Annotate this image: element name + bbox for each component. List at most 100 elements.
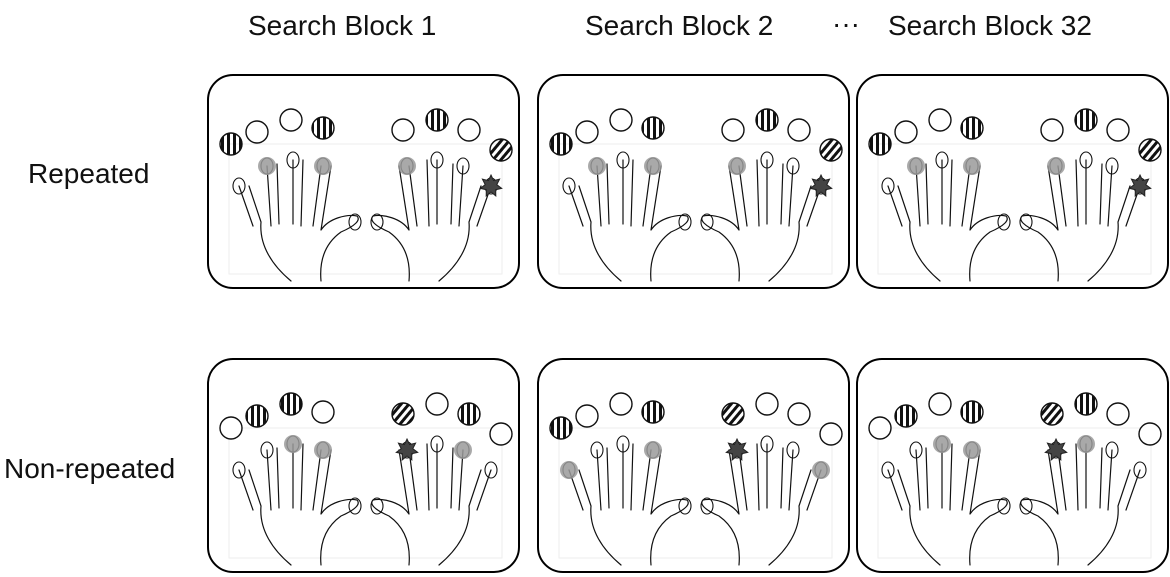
right-hand-outline [371,443,492,566]
column-title-1: Search Block 1 [248,10,437,41]
open-circle-icon [279,108,303,132]
finger-highlight [812,461,830,479]
striped-circle-icon [819,138,843,162]
striped-circle-icon [894,404,918,428]
open-circle-icon [721,118,745,142]
open-circle-icon [1138,422,1162,446]
striped-circle-icon [1040,402,1064,426]
striped-circle-icon [245,404,269,428]
right-hand-outline [1020,159,1141,282]
right-hand-outline [371,159,492,282]
fingertip [348,213,362,231]
striped-circle-icon [1074,108,1098,132]
finger-highlight [907,157,925,175]
target-star-icon [1128,173,1152,197]
target-star-icon [809,173,833,197]
right-hand-outline [1020,443,1141,566]
fingertip [370,497,384,515]
finger-highlight [454,441,472,459]
left-hand-outline [887,159,1008,282]
striped-circle-icon [960,400,984,424]
fingertip [484,461,498,479]
left-hand-outline [238,443,359,566]
fingertip [997,497,1011,515]
fingertip [1079,151,1093,169]
finger-highlight [398,157,416,175]
left-hand-outline [887,443,1008,566]
fingertip [760,151,774,169]
fingertip [232,177,246,195]
finger-highlight [963,441,981,459]
fingertip [260,441,274,459]
fingertip [881,461,895,479]
target-star-icon [1044,437,1068,461]
finger-highlight [933,435,951,453]
right-hand-outline [701,443,822,566]
fingertip [1133,461,1147,479]
fingertip [590,441,604,459]
finger-highlight [284,435,302,453]
finger-highlight [644,441,662,459]
open-circle-icon [219,416,243,440]
fingertip [935,151,949,169]
striped-circle-icon [549,132,573,156]
left-hand-outline [568,159,689,282]
row-label-repeated: Repeated [28,158,150,189]
finger-highlight [314,157,332,175]
striped-circle-icon [311,116,335,140]
fingertip [430,435,444,453]
fingertip [997,213,1011,231]
fingertip [562,177,576,195]
fingertip [232,461,246,479]
stimulus-panel [537,74,850,289]
stimulus-panel [207,74,520,289]
fingertip [456,157,470,175]
ellipsis: ··· [832,8,860,39]
striped-circle-icon [425,108,449,132]
open-circle-icon [425,392,449,416]
open-circle-icon [609,392,633,416]
left-hand-outline [238,159,359,282]
open-circle-icon [1040,118,1064,142]
open-circle-icon [787,118,811,142]
finger-highlight [560,461,578,479]
open-circle-icon [868,416,892,440]
open-circle-icon [928,108,952,132]
finger-highlight [644,157,662,175]
column-title-2: Search Block 2 [585,10,774,41]
fingertip [370,213,384,231]
finger-highlight [258,157,276,175]
open-circle-icon [819,422,843,446]
open-circle-icon [609,108,633,132]
striped-circle-icon [755,108,779,132]
finger-highlight [314,441,332,459]
fingertip [700,497,714,515]
striped-circle-icon [549,416,573,440]
fingertip [678,213,692,231]
target-star-icon [395,437,419,461]
striped-circle-icon [457,402,481,426]
row-label-non-repeated: Non-repeated [4,453,176,484]
finger-highlight [728,157,746,175]
finger-highlight [1077,435,1095,453]
open-circle-icon [928,392,952,416]
open-circle-icon [575,404,599,428]
fingertip [286,151,300,169]
finger-highlight [1047,157,1065,175]
finger-highlight [963,157,981,175]
striped-circle-icon [960,116,984,140]
open-circle-icon [311,400,335,424]
fingertip [760,435,774,453]
striped-circle-icon [1074,392,1098,416]
open-circle-icon [787,402,811,426]
open-circle-icon [1106,118,1130,142]
fingertip [1105,441,1119,459]
right-hand-outline [701,159,822,282]
striped-circle-icon [721,402,745,426]
stimulus-panel [537,358,850,573]
fingertip [1019,497,1033,515]
open-circle-icon [894,120,918,144]
striped-circle-icon [489,138,513,162]
striped-circle-icon [1138,138,1162,162]
fingertip [678,497,692,515]
